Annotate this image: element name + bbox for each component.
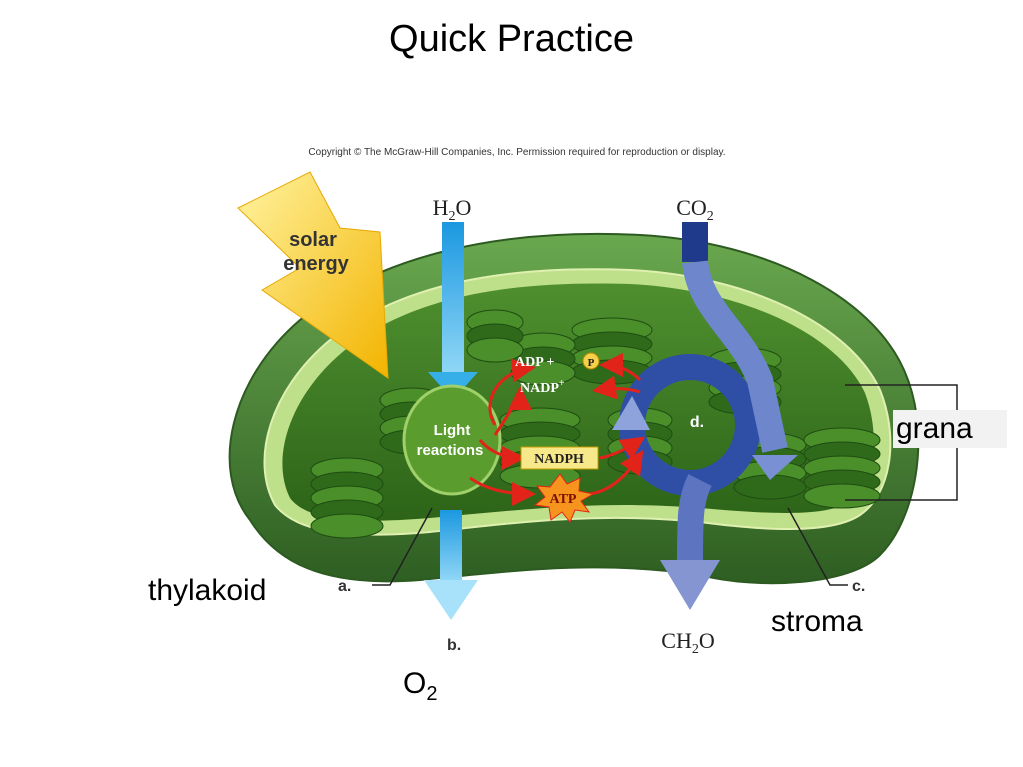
label-c: c.	[852, 578, 865, 595]
label-d: d.	[690, 414, 704, 431]
nadp-return-arrow	[493, 386, 532, 436]
co2-label: CO2	[676, 195, 714, 224]
adp-return-arrow	[488, 358, 536, 426]
copyright-notice: Copyright © The McGraw-Hill Companies, I…	[308, 147, 725, 158]
nadp-label: NADP+	[520, 378, 565, 396]
solar-label: solar	[289, 229, 337, 251]
stroma-answer: stroma	[771, 605, 863, 638]
grana-answer: grana	[893, 410, 1007, 448]
atp-to-cycle-arrow	[589, 450, 644, 496]
nadph-arrow	[478, 439, 526, 470]
h2o-arrow-shaft	[442, 222, 464, 372]
ch2o-label: CH2O	[661, 628, 714, 657]
o2-arrow-head	[424, 580, 478, 620]
nadph-label: NADPH	[534, 452, 584, 467]
co2-arrow-shaft	[682, 222, 708, 262]
solar-energy-arrow	[237, 171, 389, 379]
calvin-cycle-arrowhead	[752, 455, 798, 480]
thylakoid-answer: thylakoid	[148, 574, 267, 607]
light-reactions-stack	[402, 384, 502, 496]
phosphate-label: P	[588, 357, 595, 369]
o2-arrow-shaft	[440, 510, 462, 580]
calvin-cycle-return-arrowhead	[612, 396, 650, 430]
atp-burst	[533, 473, 595, 523]
ch2o-arrow-shaft	[677, 474, 712, 561]
nadp-from-cycle-arrow	[592, 375, 641, 400]
calvin-cycle-inflow	[682, 260, 788, 453]
adp-from-cycle-arrow	[599, 353, 642, 382]
o2-answer: O2	[403, 667, 438, 705]
label-b: b.	[447, 637, 461, 654]
h2o-label: H2O	[433, 195, 472, 224]
light-label: Light	[434, 422, 471, 439]
atp-label: ATP	[550, 492, 577, 507]
adp-label: ADP +	[515, 355, 555, 370]
ch2o-arrow-head	[660, 560, 720, 610]
energy-label: energy	[283, 253, 349, 275]
reactions-label: reactions	[417, 442, 484, 459]
callout-c-line	[787, 507, 848, 586]
callout-a-line	[372, 507, 433, 586]
thylakoid-disk	[310, 513, 384, 539]
slide-title: Quick Practice	[389, 18, 634, 60]
atp-arrow	[469, 476, 536, 506]
nadph-box	[520, 446, 599, 470]
label-a: a.	[338, 578, 351, 595]
thylakoid-disk	[466, 337, 524, 363]
phosphate-badge	[582, 352, 600, 370]
thylakoid-disk	[803, 483, 881, 509]
